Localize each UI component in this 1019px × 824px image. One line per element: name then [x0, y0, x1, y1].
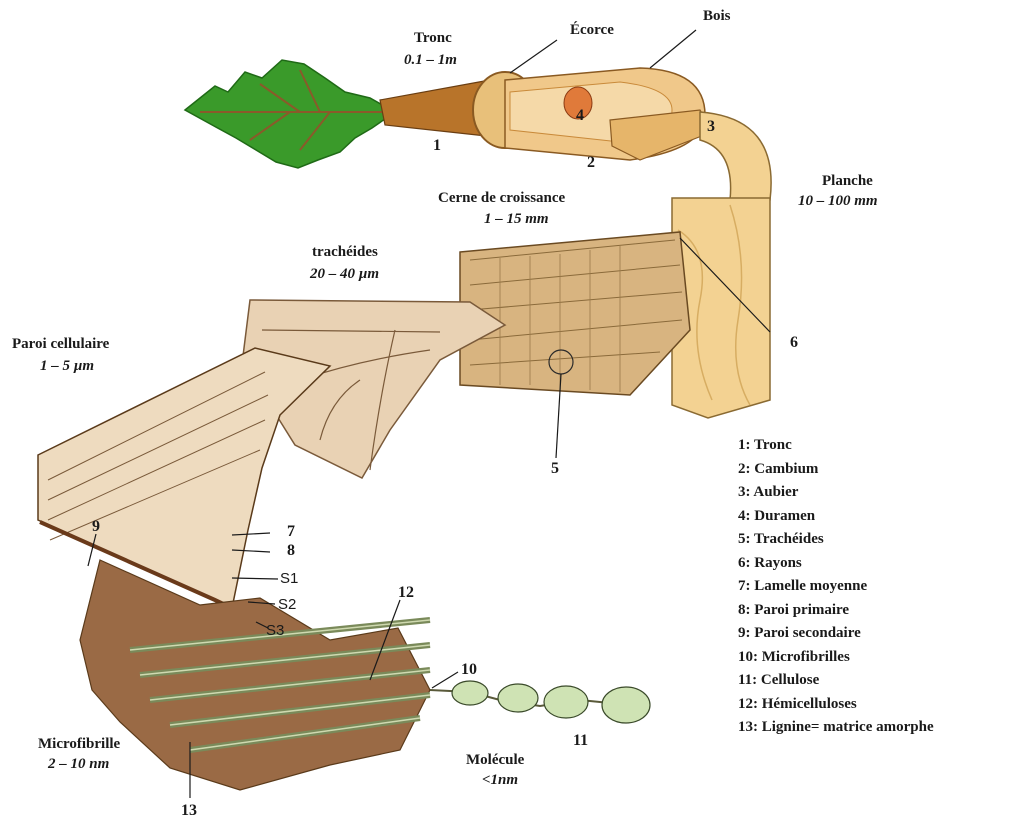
- scale-planche: 10 – 100 mm: [798, 193, 878, 210]
- growth-ring-block: [460, 232, 690, 395]
- legend-item-8: 8: Paroi primaire: [738, 599, 934, 623]
- label-bois: Bois: [703, 8, 731, 25]
- callout-13: 13: [181, 802, 197, 820]
- legend-item-4: 4: Duramen: [738, 505, 934, 529]
- layer-s1: S1: [280, 570, 298, 587]
- callout-9: 9: [92, 518, 100, 536]
- callout-10: 10: [461, 661, 477, 679]
- label-tracheides: trachéides: [312, 244, 378, 261]
- callout-5: 5: [551, 460, 559, 478]
- callout-6: 6: [790, 334, 798, 352]
- legend-item-11: 11: Cellulose: [738, 669, 934, 693]
- scale-paroi: 1 – 5 µm: [40, 358, 94, 375]
- layer-s3: S3: [266, 622, 284, 639]
- legend-item-1: 1: Tronc: [738, 434, 934, 458]
- leaf-shape: [185, 60, 395, 168]
- scale-tronc: 0.1 – 1m: [404, 52, 457, 69]
- callout-4: 4: [576, 107, 584, 125]
- scale-tracheides: 20 – 40 µm: [310, 266, 379, 283]
- glucose-unit: [602, 687, 650, 723]
- label-ecorce: Écorce: [570, 22, 614, 39]
- legend-item-6: 6: Rayons: [738, 552, 934, 576]
- legend-item-3: 3: Aubier: [738, 481, 934, 505]
- callout-3: 3: [707, 118, 715, 136]
- legend-item-9: 9: Paroi secondaire: [738, 622, 934, 646]
- callout-7: 7: [287, 523, 295, 541]
- callout-1: 1: [433, 137, 441, 155]
- callout-12: 12: [398, 584, 414, 602]
- legend-item-2: 2: Cambium: [738, 458, 934, 482]
- callout-2: 2: [587, 154, 595, 172]
- legend: 1: Tronc 2: Cambium 3: Aubier 4: Duramen…: [738, 434, 934, 740]
- legend-item-12: 12: Hémicelluloses: [738, 693, 934, 717]
- glucose-unit: [498, 684, 538, 712]
- label-molecule: Molécule: [466, 752, 524, 769]
- legend-item-10: 10: Microfibrilles: [738, 646, 934, 670]
- scale-cerne: 1 – 15 mm: [484, 211, 549, 228]
- scale-molecule: <1nm: [482, 772, 518, 789]
- label-paroi: Paroi cellulaire: [12, 336, 109, 353]
- legend-item-5: 5: Trachéides: [738, 528, 934, 552]
- legend-item-7: 7: Lamelle moyenne: [738, 575, 934, 599]
- scale-microfibrille: 2 – 10 nm: [48, 756, 109, 773]
- label-cerne: Cerne de croissance: [438, 190, 565, 207]
- glucose-unit: [544, 686, 588, 718]
- label-tronc: Tronc: [414, 30, 452, 47]
- callout-8: 8: [287, 542, 295, 560]
- cell-wall: [38, 348, 330, 608]
- legend-item-13: 13: Lignine= matrice amorphe: [738, 716, 934, 740]
- glucose-unit: [452, 681, 488, 705]
- label-planche: Planche: [822, 173, 873, 190]
- label-microfibrille: Microfibrille: [38, 736, 120, 753]
- callout-11: 11: [573, 732, 588, 750]
- layer-s2: S2: [278, 596, 296, 613]
